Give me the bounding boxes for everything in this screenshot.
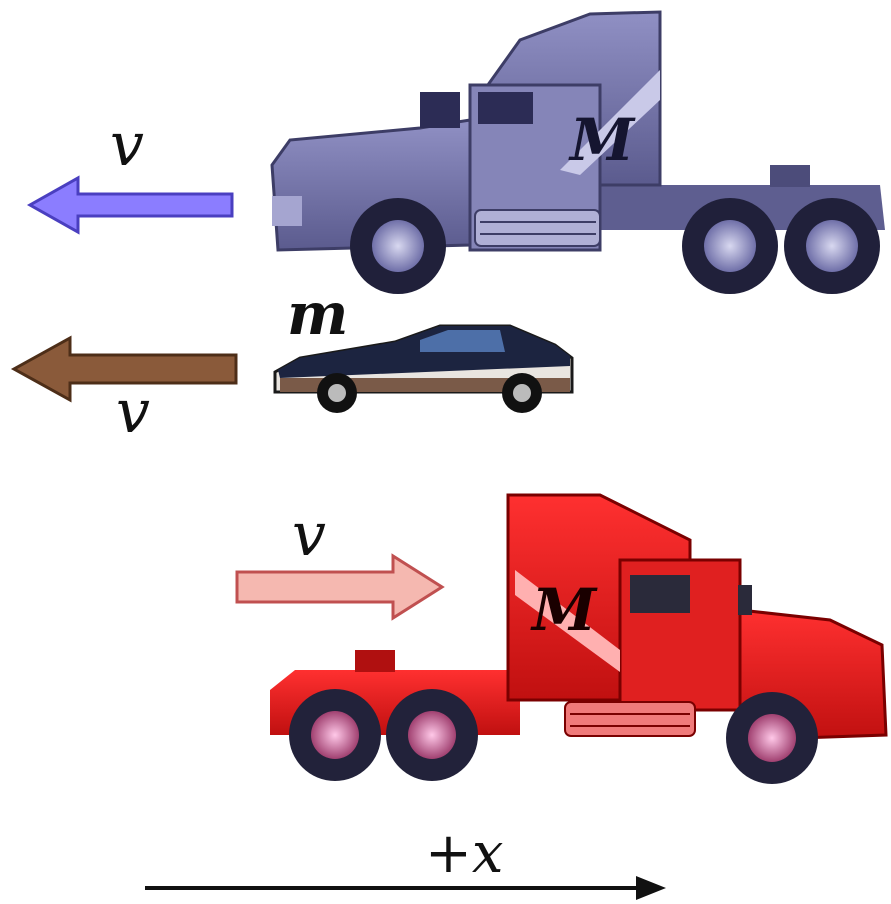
wheel xyxy=(682,198,778,294)
velocity-label-middle: v xyxy=(116,377,150,447)
mass-label-truck-top: M xyxy=(568,106,636,174)
sports-car-icon xyxy=(273,324,574,413)
semi-truck-icon: M xyxy=(270,10,885,294)
wheel xyxy=(350,198,446,294)
mass-label-truck-bottom: M xyxy=(530,576,598,644)
mass-label-car: m xyxy=(287,280,348,348)
positive-x-axis-arrow xyxy=(145,876,666,900)
velocity-arrow-bottom xyxy=(235,553,445,621)
wheel xyxy=(386,689,478,781)
axis-label: +x xyxy=(425,821,504,886)
semi-truck-icon: M xyxy=(270,493,888,784)
wheel xyxy=(784,198,880,294)
wheel xyxy=(317,373,357,413)
wheel xyxy=(502,373,542,413)
velocity-arrow-top xyxy=(26,175,234,235)
velocity-label-top: v xyxy=(110,110,144,180)
velocity-arrow-middle xyxy=(10,335,238,403)
wheel xyxy=(289,689,381,781)
wheel xyxy=(726,692,818,784)
velocity-label-bottom: v xyxy=(292,500,326,570)
